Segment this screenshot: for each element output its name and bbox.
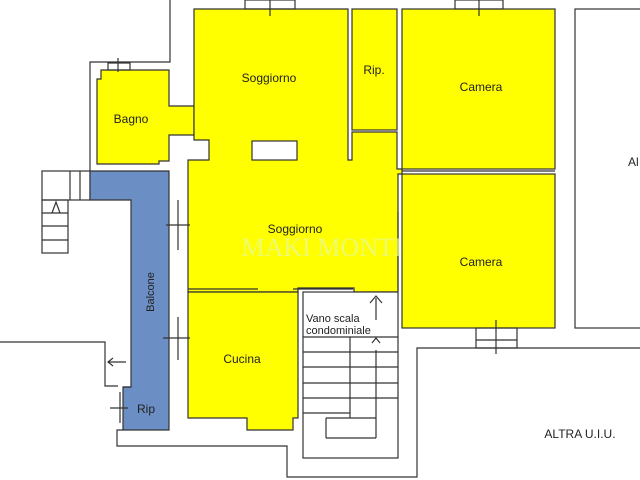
label-soggiorno-top: Soggiorno [242, 71, 297, 85]
label-soggiorno-main: Soggiorno [268, 222, 323, 236]
label-camera-bottom: Camera [460, 255, 503, 269]
room-balcone [89, 170, 170, 431]
room-camera-top [401, 8, 556, 170]
room-camera-bottom [401, 173, 556, 329]
label-altra-uiu: ALTRA U.I.U. [544, 427, 615, 441]
room-rip-top [351, 8, 398, 131]
internal-walls [188, 170, 555, 290]
label-bagno: Bagno [114, 112, 149, 126]
label-rip-bottom: Rip [137, 402, 155, 416]
label-cucina: Cucina [223, 352, 261, 366]
watermark-logo: MAKI MONTI [241, 233, 402, 262]
central-column [251, 140, 298, 161]
windows [107, 0, 518, 423]
room-cucina [187, 291, 299, 431]
label-rip-top: Rip. [363, 63, 384, 77]
label-condominiale: condominiale [306, 325, 371, 337]
exterior-stairs [41, 170, 91, 254]
label-camera-top: Camera [460, 80, 503, 94]
label-vano-scala: Vano scala [306, 313, 360, 325]
label-altra-right: Al [628, 155, 639, 169]
label-balcone: Balcone [145, 272, 157, 312]
stairwell [302, 291, 399, 459]
